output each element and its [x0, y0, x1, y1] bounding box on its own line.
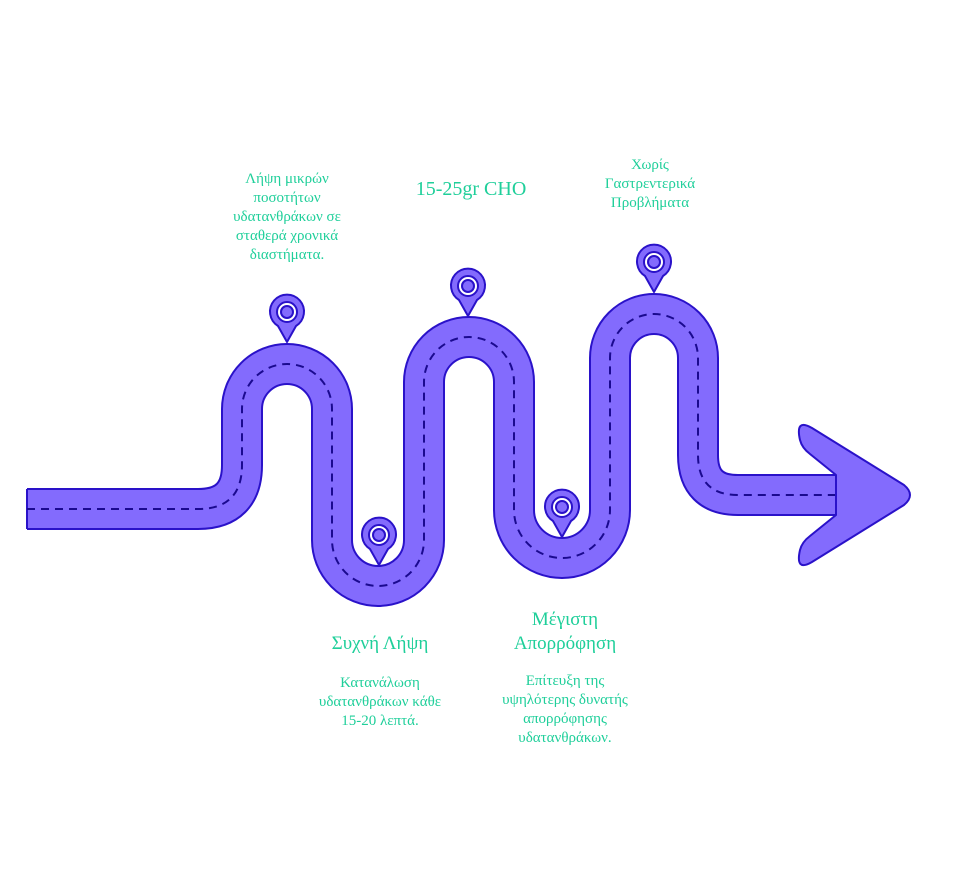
text-line: Προβλήματα: [610, 195, 690, 211]
text-line: υδατανθράκων σε: [233, 209, 341, 225]
text-line: ποσοτήτων: [253, 190, 321, 206]
text-line: Χωρίς: [631, 157, 669, 173]
valley-1-description: Κατανάλωση υδατανθράκων κάθε 15-20 λεπτά…: [290, 674, 470, 731]
milestone-2-title: 15-25gr CHO: [386, 177, 556, 202]
text-line: απορρόφησης: [523, 711, 607, 727]
text-line: Κατανάλωση: [340, 675, 420, 691]
pin-center: [647, 255, 661, 269]
pin-center: [372, 528, 386, 542]
text-line: Μέγιστη: [531, 609, 599, 630]
valley-1-title: Συχνή Λήψη: [290, 632, 470, 656]
lane-divider: [27, 313, 835, 587]
road-surface: [27, 295, 845, 605]
location-pin-icon: [544, 488, 580, 538]
valley-2-description: Επίτευξη της υψηλότερης δυνατής απορρόφη…: [470, 672, 660, 748]
text-line: υψηλότερης δυνατής: [502, 692, 628, 708]
text-line: υδατανθράκων κάθε: [318, 694, 442, 710]
valley-2-title: Μέγιστη Απορρόφηση: [480, 608, 650, 656]
location-pin-icon: [269, 293, 305, 343]
pin-center: [461, 279, 475, 293]
text-line: Απορρόφηση: [513, 633, 617, 654]
text-line: Λήψη μικρών: [245, 171, 329, 187]
location-pin-icon: [450, 267, 486, 317]
text-line: Γαστρεντερικά: [604, 176, 696, 192]
text-line: υδατανθράκων.: [518, 730, 612, 746]
pin-center: [555, 500, 569, 514]
location-pin-icon: [361, 516, 397, 566]
text-line: σταθερά χρονικά: [235, 228, 339, 244]
text-line: 15-20 λεπτά.: [341, 713, 419, 729]
milestone-3-description: Χωρίς Γαστρεντερικά Προβλήματα: [580, 156, 720, 213]
text-line: Επίτευξη της: [525, 673, 605, 689]
pin-center: [280, 305, 294, 319]
arrow-right-icon: [797, 424, 911, 566]
text-line: Συχνή Λήψη: [331, 633, 429, 654]
milestone-1-description: Λήψη μικρών ποσοτήτων υδατανθράκων σε στ…: [212, 170, 362, 265]
text-line: διαστήματα.: [249, 247, 325, 263]
location-pin-icon: [636, 243, 672, 293]
text-line: 15-25gr CHO: [415, 178, 527, 200]
